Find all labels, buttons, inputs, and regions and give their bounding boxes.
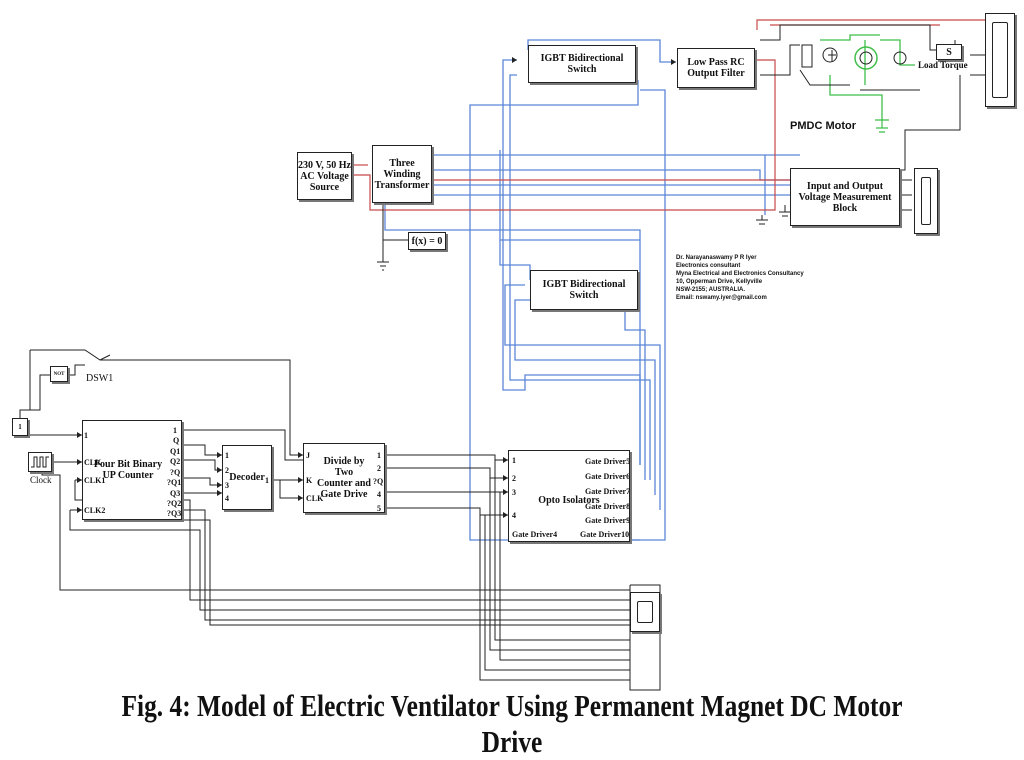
signal-scope[interactable] [630, 592, 660, 632]
ac-voltage-source-label: 230 V, 50 Hz AC Voltage Source [298, 159, 351, 193]
opto-gate-port: Gate Driver5 [585, 457, 631, 466]
pmdc-motor-label: PMDC Motor [790, 120, 856, 132]
decoder-in-port: 3 [225, 481, 229, 490]
opto-isolators[interactable]: Opto Isolators [508, 450, 630, 542]
divide-in-port: CLK [306, 494, 324, 503]
low-pass-filter-label: Low Pass RC Output Filter [687, 57, 745, 79]
decoder-out-port: 1 [265, 476, 269, 485]
measurement-block[interactable]: Input and Output Voltage Measurement Blo… [790, 168, 900, 226]
igbt-switch-top[interactable]: IGBT Bidirectional Switch [528, 45, 636, 83]
solver-config-label: f(x) = 0 [411, 235, 443, 247]
divide-by-two-counter[interactable]: Divide by Two Counter and Gate Drive [303, 443, 385, 513]
credit-line: Dr. Narayanaswamy P R Iyer [676, 255, 757, 261]
author-credit: Dr. Narayanaswamy P R Iyer Electronics c… [676, 254, 804, 302]
credit-line: Electronics consultant [676, 263, 741, 269]
solver-config[interactable]: f(x) = 0 [408, 232, 446, 250]
counter-out-port: Q2 [170, 457, 181, 466]
decoder-label: Decoder [229, 472, 265, 483]
opto-in-port: 1 [512, 456, 516, 465]
divide-out-port: 1 [377, 451, 381, 460]
decoder-in-port: 4 [225, 494, 229, 503]
credit-line: Myna Electrical and Electronics Consulta… [676, 271, 804, 277]
low-pass-filter[interactable]: Low Pass RC Output Filter [677, 48, 755, 88]
motor-scope[interactable] [985, 13, 1015, 107]
figure-caption: Fig. 4: Model of Electric Ventilator Usi… [121, 688, 903, 759]
divide-out-port: 2 [377, 464, 381, 473]
igbt-switch-bottom[interactable]: IGBT Bidirectional Switch [530, 270, 638, 310]
load-torque-label: Load Torque [918, 60, 968, 70]
measurement-scope-screen [921, 177, 931, 225]
wiring-layer [19, 19, 1000, 691]
opto-isolators-label: Opto Isolators [538, 494, 600, 506]
credit-line: NSW-2155; AUSTRALIA. [676, 287, 745, 293]
binary-counter[interactable]: Four Bit Binary UP Counter [82, 420, 182, 520]
clock-label: Clock [30, 475, 52, 485]
counter-in-port: CLK2 [84, 506, 106, 515]
diagram-page: IGBT Bidirectional Switch Low Pass RC Ou… [12, 13, 1015, 759]
red-wires [352, 19, 1000, 211]
igbt-switch-bottom-label: IGBT Bidirectional Switch [542, 279, 626, 301]
ac-voltage-source[interactable]: 230 V, 50 Hz AC Voltage Source [297, 152, 352, 200]
three-winding-transformer[interactable]: Three Winding Transformer [372, 145, 432, 203]
opto-gate-port: Gate Driver9 [585, 516, 631, 525]
signal-scope-screen [637, 601, 653, 623]
counter-out-port: Q [173, 436, 180, 445]
divide-in-port: J [306, 451, 310, 460]
igbt-switch-top-label: IGBT Bidirectional Switch [540, 53, 624, 75]
not-gate[interactable]: NOT [50, 366, 68, 382]
opto-in-port: 4 [512, 511, 516, 520]
decoder-in-port: 2 [225, 466, 229, 475]
opto-gate-port: Gate Driver4 [512, 530, 558, 539]
constant-block[interactable]: 1 [12, 418, 28, 436]
binary-counter-label: Four Bit Binary UP Counter [93, 459, 163, 481]
opto-gate-port: Gate Driver7 [585, 487, 631, 496]
counter-out-port: Q1 [170, 447, 181, 456]
dsw1-label: DSW1 [86, 373, 114, 384]
counter-in-port: 1 [84, 431, 88, 440]
signal-arrows [77, 57, 676, 518]
opto-gate-port: Gate Driver8 [585, 502, 631, 511]
opto-in-port: 3 [512, 488, 516, 497]
opto-in-port: 2 [512, 474, 516, 483]
measurement-scope[interactable] [914, 168, 938, 234]
step-block[interactable]: S [936, 44, 962, 60]
divide-out-port: 5 [377, 504, 381, 513]
decoder-in-port: 1 [225, 451, 229, 460]
motor-symbols [801, 44, 907, 70]
counter-out-port: ?Q [170, 468, 181, 477]
divide-in-port: K [306, 476, 313, 485]
counter-out-port: Q3 [170, 489, 181, 498]
opto-gate-port: Gate Driver6 [585, 472, 631, 481]
decoder-block[interactable]: Decoder [222, 445, 272, 510]
clock-block[interactable] [28, 452, 52, 472]
pulse-icon [31, 456, 49, 468]
counter-out-port: ?Q2 [167, 499, 182, 508]
motor-ground [876, 120, 888, 133]
black-signal-wires [19, 24, 985, 691]
credit-line: 10, Opperman Drive, Kellyville [676, 279, 763, 285]
divide-by-two-label: Divide by Two Counter and Gate Drive [317, 456, 371, 500]
not-gate-label: NOT [53, 371, 65, 377]
counter-in-port: CLK1 [84, 476, 106, 485]
measurement-block-label: Input and Output Voltage Measurement Blo… [798, 180, 892, 214]
constant-value: 1 [18, 422, 22, 431]
counter-out-port: ?Q1 [167, 478, 182, 487]
transformer-label: Three Winding Transformer [374, 157, 430, 191]
credit-line: Email: nswamy.iyer@gmail.com [676, 295, 767, 301]
step-block-label: S [946, 46, 952, 58]
counter-out-port: 1 [173, 426, 177, 435]
counter-in-port: CLK [84, 458, 102, 467]
opto-gate-port: Gate Driver10 [580, 530, 630, 539]
divide-out-port: ?Q [373, 477, 384, 486]
motor-scope-screen [992, 22, 1008, 98]
divide-out-port: 4 [377, 490, 381, 499]
counter-out-port: ?Q3 [167, 509, 182, 518]
